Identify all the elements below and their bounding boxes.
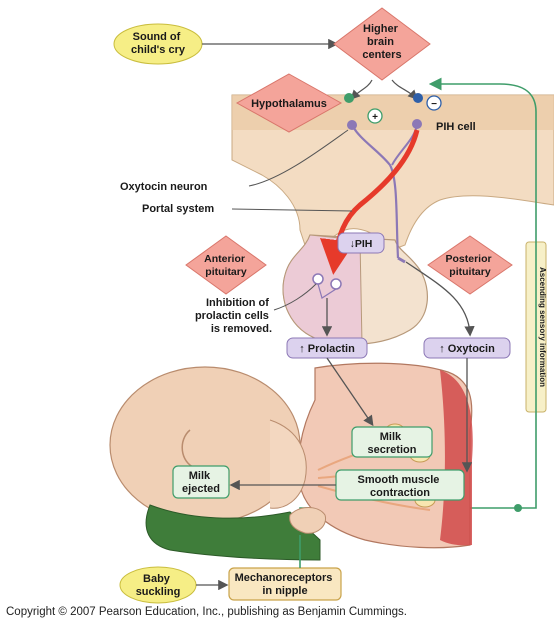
prolactin-box-label: ↑ Prolactin [299, 343, 355, 355]
higher-brain-label-1: Higher [363, 23, 399, 35]
higher-brain-label-2: brain [367, 36, 394, 48]
mechanoreceptors-label-2: in nipple [262, 585, 307, 597]
afferent-pathway-label: Ascending sensory information [538, 267, 547, 387]
baby-face [270, 420, 306, 508]
milk-secretion-label-2: secretion [368, 444, 417, 456]
svg-text:Posterior pituitary: Posterior pituitary [445, 253, 494, 278]
svg-text:Higher brain centers: Higher brain centers [362, 23, 401, 61]
svg-text:Sound of child's cry: Sound of child's cry [131, 31, 186, 56]
baby-suckling-label-2: suckling [136, 586, 181, 598]
sound-of-cry-label-1: Sound of [133, 31, 181, 43]
baby-suckling-label-1: Baby [143, 573, 171, 585]
portal-system-label: Portal system [142, 203, 214, 215]
plus-badge-label: + [372, 112, 378, 123]
anterior-pituitary-label-1: Anterior [204, 253, 245, 265]
stimulation-marker [344, 93, 354, 103]
smooth-muscle-label-1: Smooth muscle [358, 474, 440, 486]
milk-secretion-label-1: Milk [380, 431, 402, 443]
higher-brain-label-3: centers [362, 49, 401, 61]
milk-ejected-label-2: ejected [182, 483, 220, 495]
pih-cell-label: PIH cell [436, 121, 476, 133]
inhibition-marker [413, 93, 423, 103]
inhibition-label-1: Inhibition of [206, 297, 269, 309]
oxytocin-neuron-body [347, 120, 357, 130]
svg-text:Smooth muscle contraction: Smooth muscle contraction [358, 474, 443, 499]
anterior-pituitary-label-2: pituitary [205, 266, 247, 278]
oxytocin-box-label: ↑ Oxytocin [439, 343, 495, 355]
oxytocin-neuron-label: Oxytocin neuron [120, 181, 208, 193]
inhibition-label-3: is removed. [211, 323, 272, 335]
pih-box-label: ↓PIH [350, 238, 373, 250]
milk-ejected-label-1: Milk [189, 470, 211, 482]
prolactin-cell [331, 279, 341, 289]
mechanoreceptors-label-1: Mechanoreceptors [235, 572, 333, 584]
feedback-node [514, 504, 522, 512]
anterior-pituitary-diamond [186, 236, 266, 294]
posterior-pituitary-label-2: pituitary [449, 266, 491, 278]
svg-text:Inhibition of prolactin ce: Inhibition of prolactin cells is removed… [195, 297, 272, 335]
smooth-muscle-label-2: contraction [370, 487, 430, 499]
hypothalamus-label: Hypothalamus [251, 98, 327, 110]
pih-cell-body [412, 119, 422, 129]
sound-of-cry-label-2: child's cry [131, 44, 186, 56]
copyright-notice: Copyright © 2007 Pearson Education, Inc.… [6, 606, 554, 618]
svg-text:Anterior pituitary: Anterior pituitary [204, 253, 248, 278]
minus-badge-label: − [431, 99, 437, 110]
posterior-pituitary-label-1: Posterior [445, 253, 491, 265]
inhibition-label-2: prolactin cells [195, 310, 269, 322]
prolactin-cell [313, 274, 323, 284]
